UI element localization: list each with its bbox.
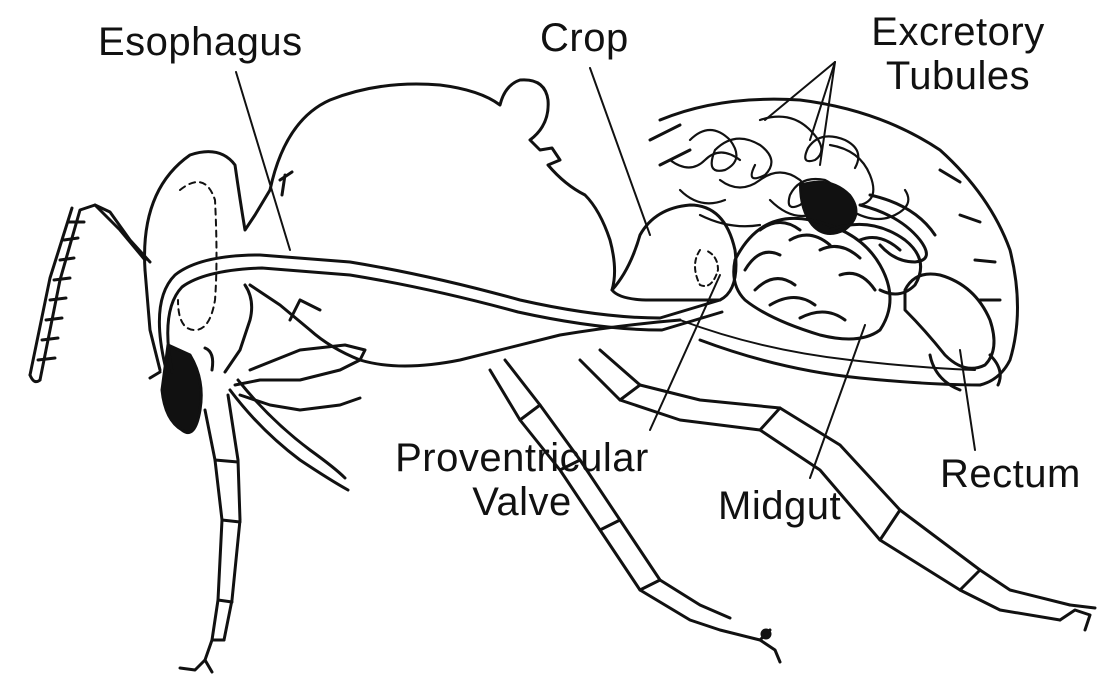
- antenna: [30, 205, 150, 382]
- front-leg: [180, 345, 365, 672]
- label-proventricular-line1: Proventricular: [372, 436, 672, 480]
- label-excretory-tubules: Excretory Tubules: [848, 10, 1068, 98]
- excretory-leader-3: [820, 62, 835, 165]
- label-midgut: Midgut: [718, 484, 841, 528]
- gaster: [650, 99, 1018, 385]
- leader-lines: [236, 62, 975, 478]
- label-crop: Crop: [540, 16, 629, 60]
- label-crop-text: Crop: [540, 16, 629, 60]
- label-rectum-text: Rectum: [940, 452, 1081, 496]
- label-midgut-text: Midgut: [718, 484, 841, 528]
- label-rectum: Rectum: [940, 452, 1081, 496]
- label-proventricular-valve: Proventricular Valve: [372, 436, 672, 524]
- midgut: [734, 218, 921, 339]
- crop-leader: [590, 68, 650, 235]
- midgut-leader: [810, 325, 865, 478]
- label-proventricular-line2: Valve: [372, 480, 672, 524]
- proventricular-leader: [650, 275, 720, 430]
- esophagus-tube: [159, 255, 722, 372]
- mandible: [150, 345, 213, 433]
- label-excretory-line1: Excretory: [848, 10, 1068, 54]
- rectum: [905, 274, 1000, 390]
- rectum-leader: [960, 350, 975, 450]
- thorax-crop: [270, 80, 736, 300]
- label-excretory-line2: Tubules: [848, 54, 1068, 98]
- label-esophagus-text: Esophagus: [98, 20, 303, 64]
- label-esophagus: Esophagus: [98, 20, 303, 64]
- excretory-leader-1: [765, 62, 835, 120]
